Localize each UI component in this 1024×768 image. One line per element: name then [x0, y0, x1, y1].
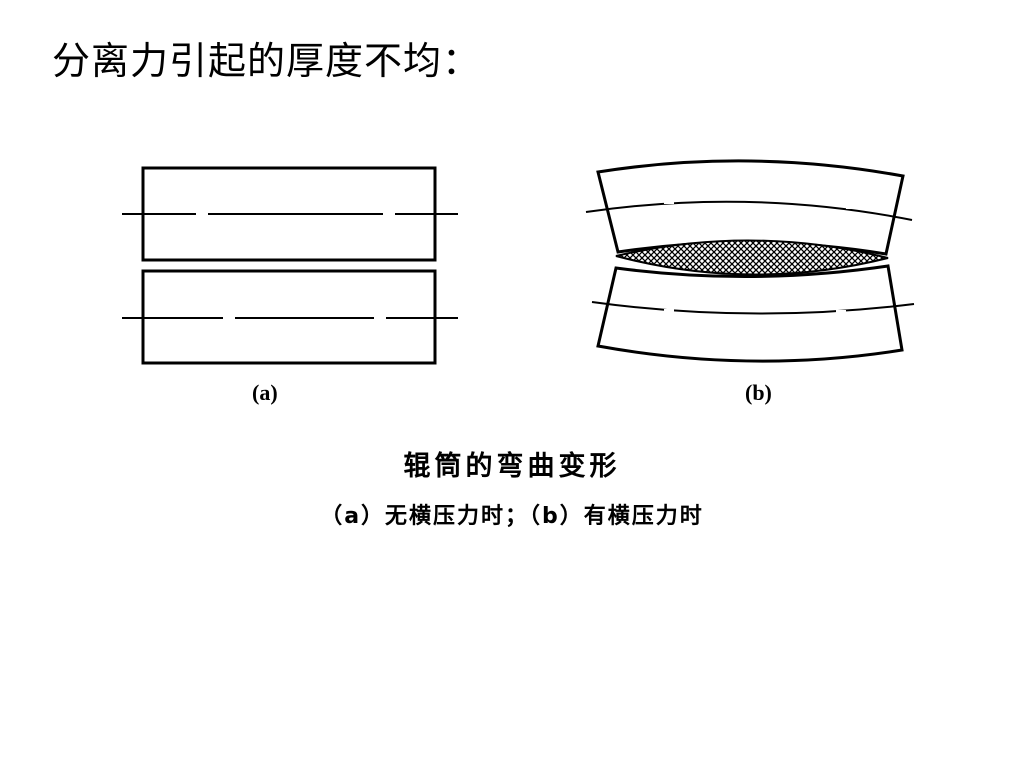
roller-b-bottom-axis — [591, 301, 915, 315]
figure-a-label: (a) — [252, 380, 278, 405]
figure-caption-subtitle: （a）无横压力时；（b）有横压力时 — [320, 504, 704, 529]
figure-b-rollers — [585, 159, 915, 363]
slide-title: 分离力引起的厚度不均： — [52, 39, 482, 83]
figure-b-label: (b) — [745, 380, 772, 405]
uneven-thickness-region — [615, 239, 889, 276]
figure-caption-title: 辊筒的弯曲变形 — [403, 451, 621, 482]
figure-a-rollers — [122, 166, 458, 365]
roller-b-top-axis — [585, 200, 913, 221]
roller-b-axis-breaks — [664, 198, 856, 316]
roller-b-bottom — [596, 264, 904, 363]
